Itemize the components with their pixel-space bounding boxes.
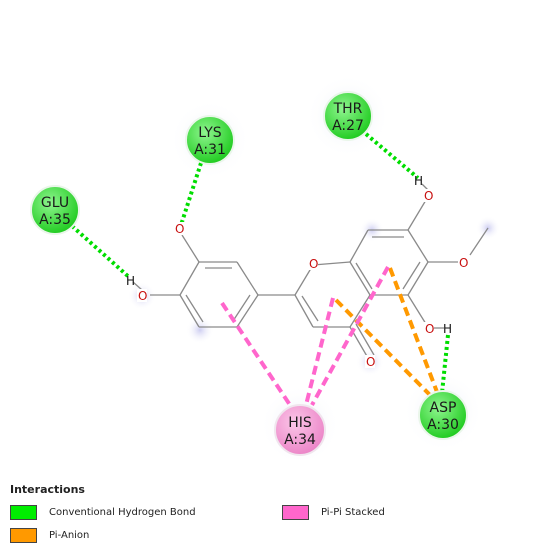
hbond-thr27	[364, 132, 420, 180]
pipi-1	[220, 301, 292, 407]
legend-swatch-pianion	[10, 528, 37, 543]
residue-chain: A:31	[194, 142, 226, 158]
hydrogen-atom-label: H	[126, 274, 135, 288]
hbond-interactions	[70, 132, 450, 394]
residue-chain: A:27	[332, 118, 364, 134]
legend-label: Pi-Pi Stacked	[321, 507, 385, 518]
residue-name: GLU	[41, 195, 69, 211]
pipi-2	[304, 297, 335, 406]
residue-chain: A:30	[427, 417, 459, 433]
legend-swatch-pipi	[282, 505, 309, 520]
legend-label: Conventional Hydrogen Bond	[49, 507, 196, 518]
legend-item-hbond: Conventional Hydrogen Bond	[10, 505, 196, 520]
pipi-3	[310, 266, 390, 406]
residue-asp30[interactable]: ASP A:30	[418, 390, 468, 440]
oxygen-atom-label: O	[366, 355, 375, 369]
hbond-asp30	[440, 334, 450, 394]
pianion-2	[388, 267, 439, 393]
atom-glows	[128, 216, 500, 376]
residue-his34[interactable]: HIS A:34	[274, 404, 326, 456]
legend-swatch-hbond	[10, 505, 37, 520]
oxygen-atom-label: O	[138, 289, 147, 303]
legend-title: Interactions	[10, 483, 85, 496]
residue-name: LYS	[198, 125, 221, 141]
hbond-glu35	[70, 224, 132, 280]
oxygen-atom-label: O	[309, 257, 318, 271]
residue-name: ASP	[430, 400, 457, 416]
residue-name: THR	[333, 101, 363, 117]
interaction-diagram: O O H O O O H O O H LYS A:31 THR A:27 GL…	[30, 74, 500, 465]
residue-chain: A:34	[284, 432, 316, 448]
residue-chain: A:35	[39, 212, 71, 228]
legend: Interactions Conventional Hydrogen Bond …	[0, 478, 558, 555]
pianion-1	[334, 298, 432, 397]
oxygen-atom-label: O	[424, 189, 433, 203]
oxygen-atom-label: O	[459, 256, 468, 270]
hbond-lys31	[179, 162, 203, 226]
hydrogen-atom-label: H	[414, 174, 423, 188]
atom-labels: O O H O O O H O O H	[126, 174, 468, 369]
pianion-interactions	[334, 267, 439, 397]
ligand-bonds	[132, 183, 489, 359]
legend-label: Pi-Anion	[49, 530, 90, 541]
legend-item-pipi: Pi-Pi Stacked	[282, 505, 385, 520]
residue-glu35[interactable]: GLU A:35	[30, 185, 80, 235]
residue-name: HIS	[288, 415, 312, 431]
residue-thr27[interactable]: THR A:27	[323, 91, 373, 141]
pipi-interactions	[220, 266, 390, 407]
legend-item-pianion: Pi-Anion	[10, 528, 89, 543]
oxygen-atom-label: O	[425, 322, 434, 336]
oxygen-atom-label: O	[175, 222, 184, 236]
residue-lys31[interactable]: LYS A:31	[185, 115, 235, 165]
hydrogen-atom-label: H	[443, 322, 452, 336]
